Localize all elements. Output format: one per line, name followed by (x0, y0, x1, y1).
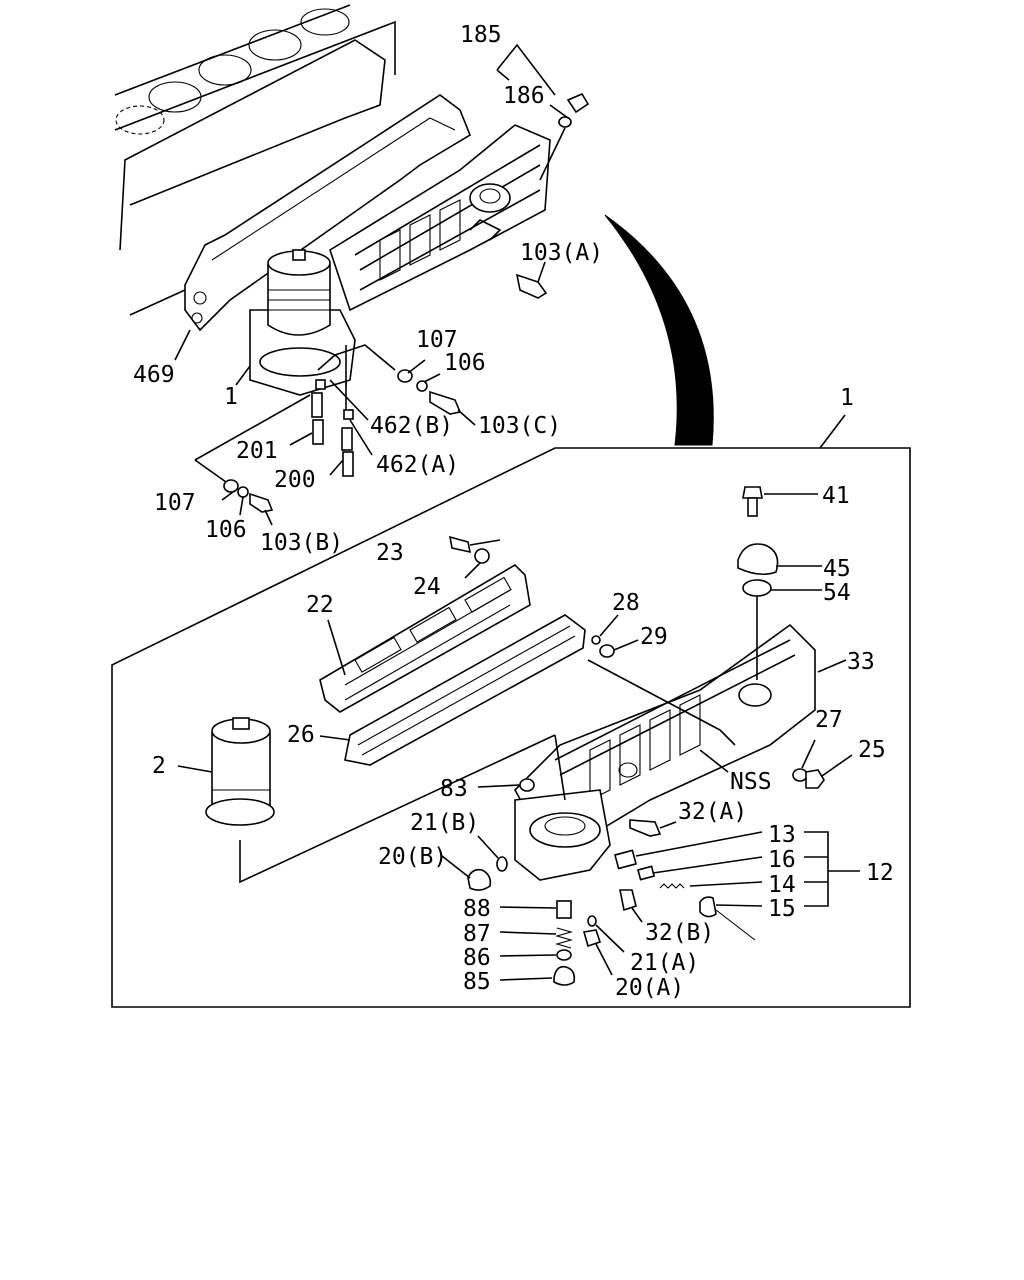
label-16: 16 (768, 847, 796, 873)
label-103c: 103(C) (478, 413, 561, 439)
top-fasteners (223, 92, 590, 513)
detail-leader-lines (177, 493, 860, 981)
label-32a: 32(A) (678, 799, 747, 825)
label-20a: 20(A) (615, 975, 684, 1001)
oil-filter-top (249, 249, 356, 396)
label-186: 186 (503, 83, 545, 109)
label-21b: 21(B) (410, 810, 479, 836)
label-41: 41 (822, 483, 850, 509)
label-106-bot: 106 (205, 517, 247, 543)
label-185: 185 (460, 22, 502, 48)
label-22: 22 (306, 592, 334, 618)
label-83: 83 (440, 776, 468, 802)
detail-small-parts (448, 486, 825, 986)
label-26: 26 (287, 722, 315, 748)
label-2: 2 (152, 753, 166, 779)
label-88: 88 (463, 896, 491, 922)
label-106-top: 106 (444, 350, 486, 376)
label-103b: 103(B) (260, 530, 343, 556)
label-201: 201 (236, 438, 278, 464)
label-13: 13 (768, 822, 796, 848)
label-87: 87 (463, 921, 491, 947)
detail-frame (111, 447, 911, 1008)
label-27: 27 (815, 707, 843, 733)
label-103a: 103(A) (520, 240, 603, 266)
label-107-bot: 107 (154, 490, 196, 516)
label-33: 33 (847, 649, 875, 675)
label-1-top: 1 (224, 384, 238, 410)
label-469: 469 (133, 362, 175, 388)
top-leader-lines (174, 43, 569, 526)
gasket-469 (119, 39, 471, 332)
label-14: 14 (768, 872, 796, 898)
label-25: 25 (858, 737, 886, 763)
label-28: 28 (612, 590, 640, 616)
label-54: 54 (823, 580, 851, 606)
label-12: 12 (866, 860, 894, 886)
engine-block-outline (114, 4, 396, 316)
detail-arc-arrow (604, 214, 714, 446)
label-1-box: 1 (840, 385, 854, 411)
label-15: 15 (768, 896, 796, 922)
label-200: 200 (274, 467, 316, 493)
label-462b: 462(B) (370, 413, 453, 439)
label-462a: 462(A) (376, 452, 459, 478)
oil-cooler-housing (329, 124, 551, 312)
label-24: 24 (413, 574, 441, 600)
label-45: 45 (823, 556, 851, 582)
cover-plate-22 (319, 563, 531, 713)
gasket-26 (344, 614, 586, 766)
label-29: 29 (640, 624, 668, 650)
label-107-top: 107 (416, 327, 458, 353)
cooler-housing-33 (514, 623, 816, 881)
label-32b: 32(B) (645, 920, 714, 946)
label-86: 86 (463, 945, 491, 971)
label-23: 23 (376, 540, 404, 566)
part-labels: 185 186 103(A) 469 1 107 106 103(C) 462(… (133, 22, 894, 1001)
label-85: 85 (463, 969, 491, 995)
label-20b: 20(B) (378, 844, 447, 870)
oil-filter-2 (205, 717, 275, 826)
label-21a: 21(A) (630, 950, 699, 976)
label-nss: NSS (730, 769, 772, 795)
